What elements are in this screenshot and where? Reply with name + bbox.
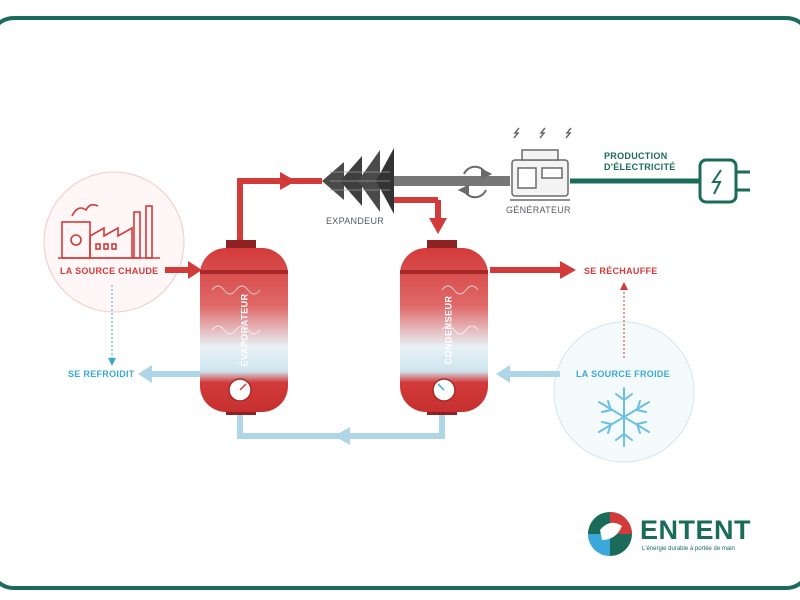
production-label-line2: D'ÉLECTRICITÉ: [604, 162, 676, 172]
cold-dotted-arrow: [620, 282, 628, 290]
rotation-icon: [457, 165, 493, 199]
pipe-arrow-down: [429, 218, 447, 234]
factory-icon: [58, 203, 160, 259]
hot-dotted-arrow: [108, 358, 116, 366]
pipe-arrow-heat-out: [560, 261, 576, 279]
pipe-arrow-top: [280, 172, 296, 190]
plug-icon: [698, 158, 750, 204]
condenser-tank: [400, 240, 488, 415]
entent-logo-icon: [588, 512, 632, 556]
evaporator-label: ÉVAPORATEUR: [239, 293, 250, 367]
production-label-line1: PRODUCTION: [604, 151, 668, 161]
heats-label: SE RÉCHAUFFE: [584, 266, 658, 276]
outer-frame: [0, 16, 800, 590]
hot-source-label: LA SOURCE CHAUDE: [60, 266, 159, 276]
shaft: [394, 176, 510, 186]
hot-source-area: [43, 171, 185, 313]
generator-label: GÉNÉRATEUR: [506, 205, 571, 215]
pipe-arrow-cool-out: [138, 365, 152, 383]
turbine-icon: [322, 148, 394, 214]
cools-label: SE REFROIDIT: [68, 369, 135, 379]
pipe-arrow-return: [334, 427, 350, 445]
cold-source-area: [553, 321, 695, 463]
generator-icon: [510, 127, 572, 201]
cold-source-label: LA SOURCE FROIDE: [576, 369, 670, 379]
pipe-arrow-cold-in: [496, 365, 510, 383]
pipe-arrow-hot-in: [188, 261, 202, 279]
brand-tagline: L'énergie durable à portée de main: [642, 546, 735, 552]
snowflake-icon: [598, 387, 650, 447]
expander-label: EXPANDEUR: [326, 216, 385, 226]
condenser-label: CONDENSEUR: [443, 295, 454, 365]
brand-name: ENTENT: [640, 515, 751, 545]
evaporator-tank: [200, 240, 288, 415]
